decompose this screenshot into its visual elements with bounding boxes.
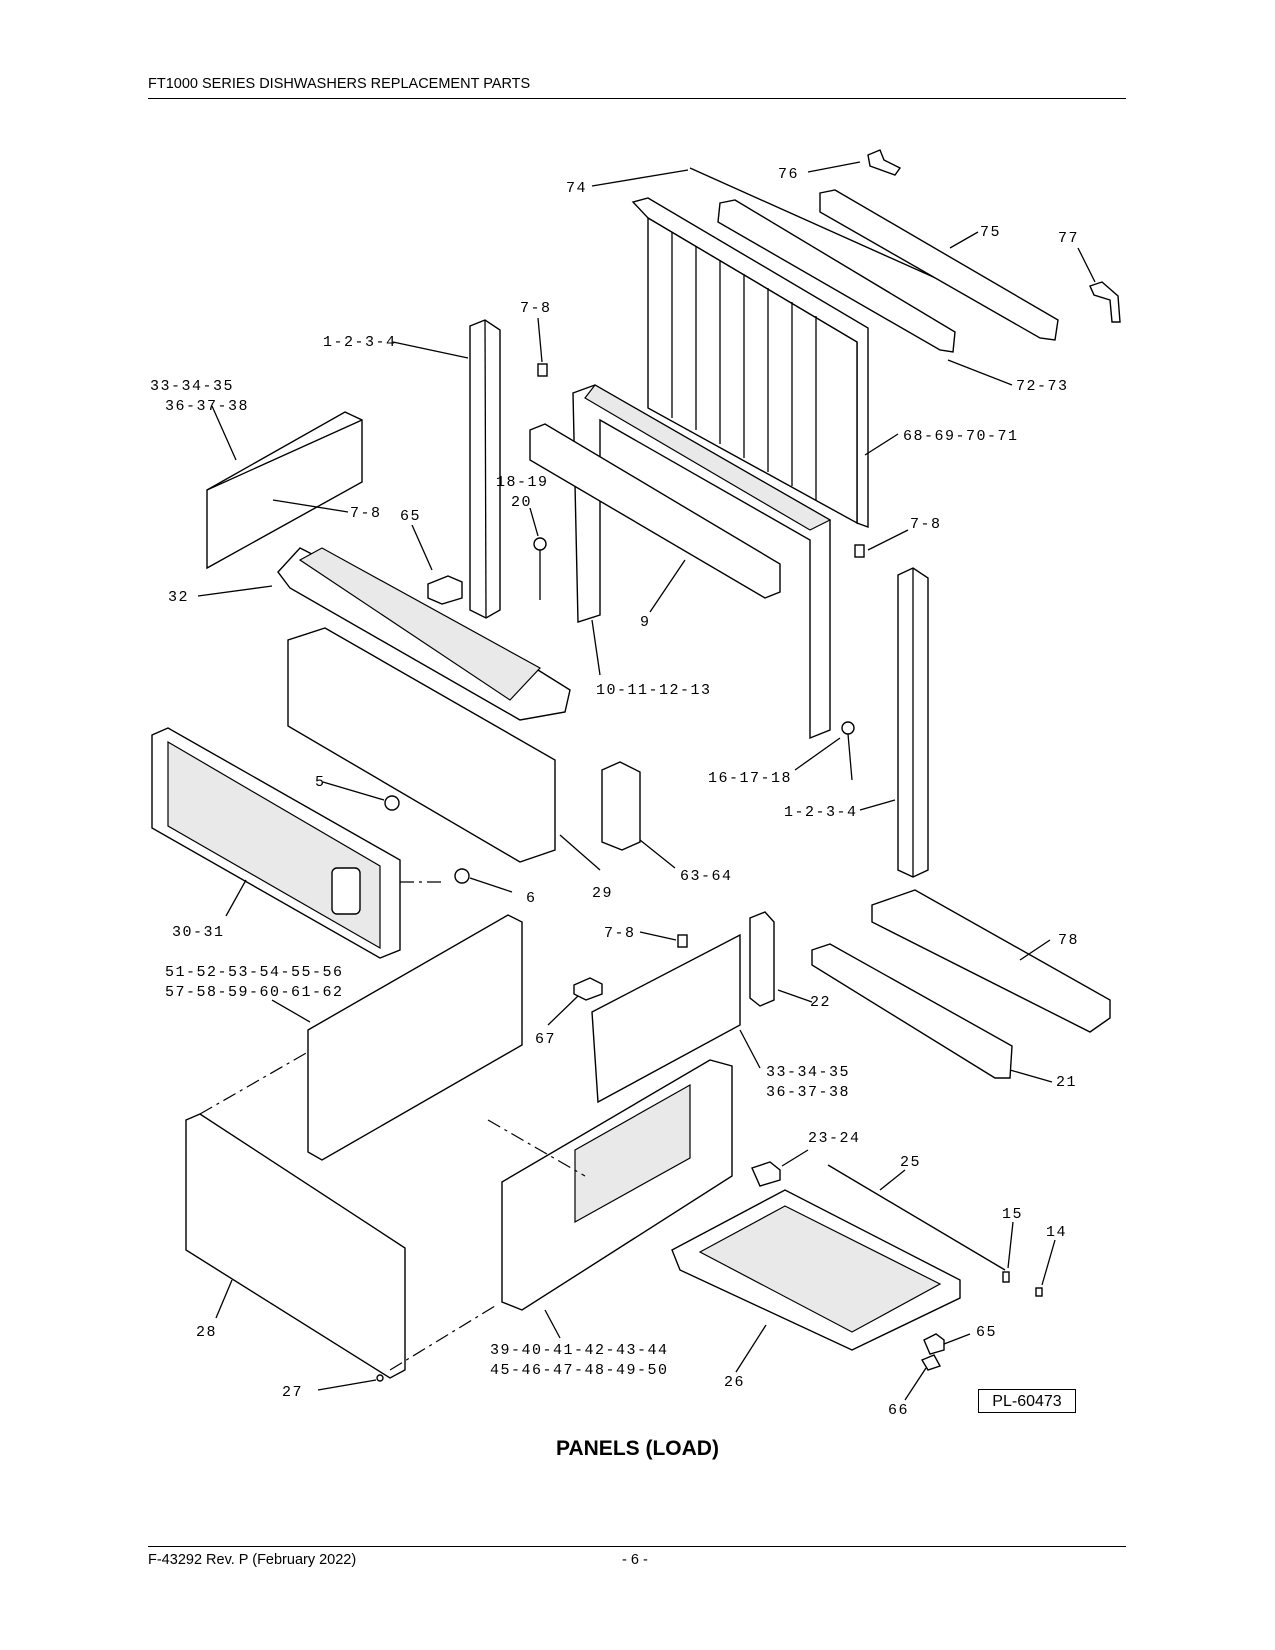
callout-68-69-70-71: 68-69-70-71: [903, 428, 1019, 445]
part-7-clip-b: [854, 544, 865, 558]
part-32-cover-top: [298, 547, 541, 701]
leader-lines: [197, 161, 1096, 1401]
callout-32: 32: [168, 589, 189, 606]
callout-20: 20: [511, 494, 532, 511]
callout-63-64: 63-64: [680, 868, 733, 885]
part-67-bracket: [573, 977, 603, 1001]
callout-7-8-upper: 7-8: [520, 300, 552, 317]
part-14-screw: [1035, 1287, 1043, 1297]
part-21-trim: [811, 943, 1013, 1079]
part-72-channel: [717, 199, 956, 353]
callout-7-8-lower: 7-8: [604, 925, 636, 942]
callout-30-31: 30-31: [172, 924, 225, 941]
part-10-frame-inner: [584, 384, 832, 531]
part-68-panel-face: [647, 216, 858, 525]
callout-7-8-right: 7-8: [910, 516, 942, 533]
part-9-panel: [529, 423, 781, 599]
plate-id-box: PL-60473: [978, 1389, 1076, 1413]
part-5-latch: [384, 795, 400, 811]
callout-10-11-12-13: 10-11-12-13: [596, 682, 712, 699]
part-63-bracket: [601, 761, 641, 851]
callout-1-2-3-4-lower: 1-2-3-4: [784, 804, 858, 821]
callout-78: 78: [1058, 932, 1079, 949]
callout-7-8-left: 7-8: [350, 505, 382, 522]
part-7-clip-d: [677, 934, 688, 948]
part-23-bracket: [751, 1161, 781, 1187]
part-22-bracket: [749, 911, 775, 1007]
figure-caption: PANELS (LOAD): [556, 1437, 719, 1460]
part-51-panel: [307, 914, 523, 1161]
part-7-clip-a: [537, 363, 548, 377]
callout-26: 26: [724, 1374, 745, 1391]
part-18-switch: [533, 537, 547, 551]
part-15-pin: [1002, 1271, 1010, 1283]
part-39-window: [574, 1083, 691, 1224]
callout-28: 28: [196, 1324, 217, 1341]
part-16-switch: [841, 721, 855, 735]
callout-29: 29: [592, 885, 613, 902]
callout-66: 66: [888, 1402, 909, 1419]
callout-9: 9: [640, 614, 651, 631]
footer-page-number: - 6 -: [622, 1552, 648, 1568]
part-75-channel: [819, 189, 1059, 341]
callout-74: 74: [566, 180, 587, 197]
part-78-tray: [871, 889, 1111, 1033]
part-65-bracket-upper: [427, 575, 463, 605]
part-77-clip: [1089, 281, 1121, 323]
callout-33-34-35-upper: 33-34-35: [150, 378, 234, 395]
part-76-bracket: [867, 149, 902, 176]
part-29-panel: [287, 627, 556, 863]
callout-18-19: 18-19: [496, 474, 549, 491]
callout-33-34-35-lower: 33-34-35: [766, 1064, 850, 1081]
callout-14: 14: [1046, 1224, 1067, 1241]
callout-57-62: 57-58-59-60-61-62: [165, 984, 344, 1001]
callout-76: 76: [778, 166, 799, 183]
part-30-handle: [331, 867, 361, 915]
callout-15: 15: [1002, 1206, 1023, 1223]
callout-72-73: 72-73: [1016, 378, 1069, 395]
part-30-panel-face: [167, 740, 381, 950]
callout-16-17-18: 16-17-18: [708, 770, 792, 787]
callout-51-56: 51-52-53-54-55-56: [165, 964, 344, 981]
callout-75: 75: [980, 224, 1001, 241]
part-65-bracket-lower: [923, 1333, 945, 1355]
callout-65-lower: 65: [976, 1324, 997, 1341]
callout-21: 21: [1056, 1074, 1077, 1091]
part-33-panel-upper: [206, 411, 363, 570]
callout-5: 5: [315, 774, 326, 791]
alignment-lines: [199, 881, 586, 1371]
part-33-panel-lower: [591, 933, 741, 1104]
callout-36-37-38-lower: 36-37-38: [766, 1084, 850, 1101]
callout-39-44: 39-40-41-42-43-44: [490, 1342, 669, 1359]
callout-6: 6: [526, 890, 537, 907]
part-68-ribs: [671, 232, 817, 500]
callout-45-50: 45-46-47-48-49-50: [490, 1362, 669, 1379]
header-rule: [148, 98, 1126, 99]
part-27-screw: [376, 1374, 384, 1382]
callout-23-24: 23-24: [808, 1130, 861, 1147]
footer-rule: [148, 1546, 1126, 1547]
callout-25: 25: [900, 1154, 921, 1171]
part-25-rod: [827, 1164, 1006, 1271]
footer-doc-ref: F-43292 Rev. P (February 2022): [148, 1552, 357, 1568]
part-66-clip: [920, 1354, 942, 1371]
callout-67: 67: [535, 1031, 556, 1048]
part-28-panel: [185, 1113, 406, 1379]
callout-labels: 74 76 75 77 1-2-3-4 7-8 72-73 33-34-35 3…: [150, 166, 1079, 1419]
part-26-tray-inner: [698, 1205, 942, 1333]
part-6-latch: [454, 868, 470, 884]
callout-36-37-38-upper: 36-37-38: [165, 398, 249, 415]
page-header-title: FT1000 SERIES DISHWASHERS REPLACEMENT PA…: [148, 76, 531, 92]
callout-65-upper: 65: [400, 508, 421, 525]
callout-22: 22: [810, 994, 831, 1011]
callout-77: 77: [1058, 230, 1079, 247]
callout-1-2-3-4-upper: 1-2-3-4: [323, 334, 397, 351]
callout-27: 27: [282, 1384, 303, 1401]
